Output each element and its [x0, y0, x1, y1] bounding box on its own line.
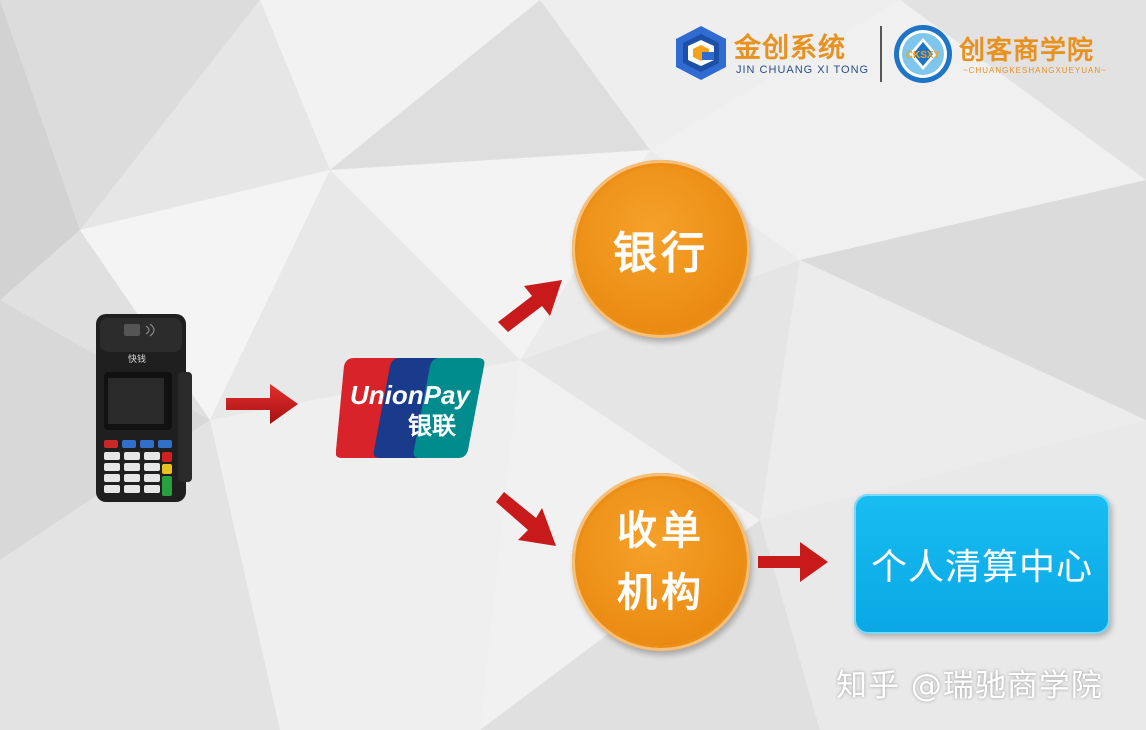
acquirer-node: 收单 机构 [572, 473, 750, 651]
arrow-unionpay-to-bank-icon [498, 280, 562, 332]
brand-name-cn: 金创系统 [734, 33, 846, 64]
brand-name-en: JIN CHUANG XI TONG [736, 64, 870, 76]
jinchuang-logo: 金创系统 JIN CHUANG XI TONG [676, 24, 870, 84]
clearing-center-label: 个人清算中心 [870, 547, 1093, 588]
seal-text: CKSXY [906, 50, 941, 61]
watermark: 知乎 @瑞驰商学院 [836, 668, 1103, 704]
logo-divider [880, 26, 882, 82]
academy-name-cn: 创客商学院 [959, 36, 1095, 66]
bank-label: 银行 [613, 228, 709, 279]
academy-name-en: ~CHUANGKESHANGXUEYUAN~ [963, 66, 1107, 75]
arrow-unionpay-to-acquirer-icon [496, 492, 556, 546]
jinchuang-g-logo-icon [676, 26, 726, 80]
clearing-center-node: 个人清算中心 [854, 494, 1110, 634]
pos-brand-label: 快钱 [128, 353, 146, 365]
acquirer-label-line2: 机构 [617, 570, 705, 616]
chuangke-academy-logo: CKSXY 创客商学院 ~CHUANGKESHANGXUEYUAN~ [893, 24, 1113, 88]
unionpay-brand-en: UnionPay [350, 380, 471, 410]
bank-node: 银行 [572, 160, 750, 338]
unionpay-brand-cn: 银联 [408, 412, 456, 440]
acquirer-label-line1: 收单 [617, 508, 705, 554]
arrow-acquirer-to-clearing-icon [758, 542, 828, 582]
academy-seal-icon: CKSXY [894, 25, 952, 83]
unionpay-card-icon: UnionPay 银联 [336, 358, 485, 458]
pos-terminal-icon: 快钱 [96, 314, 192, 502]
arrow-pos-to-unionpay-icon [226, 384, 298, 424]
